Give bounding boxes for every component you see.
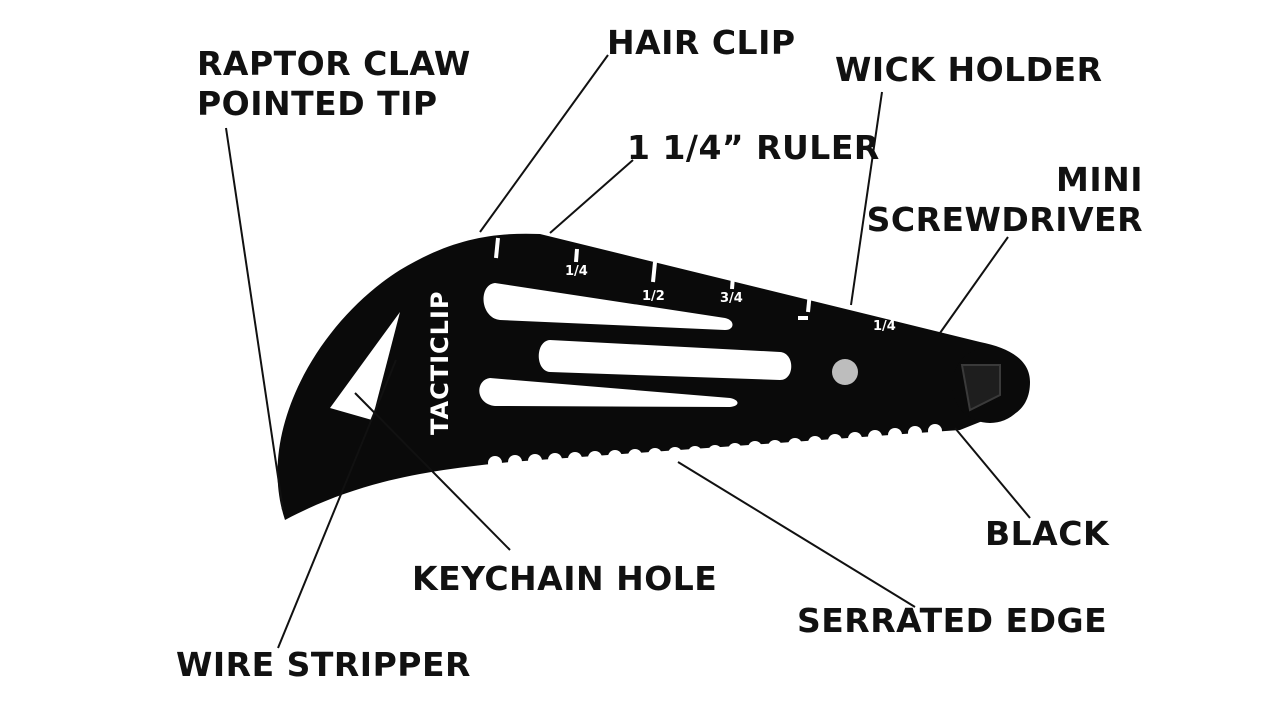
ruler-mark-label: 3/4	[720, 291, 743, 306]
label-mini-screwdriver-line1: MINI	[1055, 160, 1143, 199]
label-raptor-claw-line2: POINTED TIP	[197, 84, 438, 123]
leader-mini-screwdriver	[939, 236, 1009, 334]
label-wick-holder: WICK HOLDER	[835, 50, 1103, 89]
leader-hair-clip	[479, 54, 609, 233]
leader-ruler	[549, 159, 634, 234]
wire-stripper-cutout	[330, 312, 400, 420]
leader-lines	[225, 54, 1031, 649]
hinge-detail	[960, 364, 1001, 412]
lower-slot	[479, 378, 738, 407]
ruler-mark-label: 1/2	[642, 289, 665, 304]
label-ruler: 1 1/4” RULER	[627, 128, 880, 167]
brand-name: TACTICLIP	[426, 291, 454, 435]
tacticlip-body	[277, 233, 1030, 520]
ruler-mark-label: 1/4	[565, 264, 588, 279]
leader-black	[954, 427, 1031, 519]
wick-hole	[832, 359, 858, 385]
ruler-labels: 1/4 1/2 3/4 1/4	[565, 264, 896, 334]
leader-wire-stripper	[277, 359, 397, 649]
clip-slots	[479, 283, 792, 407]
leader-raptor-claw	[225, 127, 284, 511]
leader-wick-holder	[850, 91, 883, 306]
clip-silhouette	[277, 233, 1030, 520]
serrated-edge-teeth	[488, 424, 942, 470]
leader-serrated-edge	[677, 461, 916, 608]
label-black: BLACK	[985, 514, 1110, 553]
label-raptor-claw: RAPTOR CLAW POINTED TIP	[197, 44, 471, 124]
middle-slot	[538, 340, 792, 380]
leader-keychain-hole	[354, 392, 511, 551]
ruler-ticks	[494, 237, 889, 320]
label-wire-stripper: WIRE STRIPPER	[176, 645, 471, 684]
label-mini-screwdriver-line2: SCREWDRIVER	[866, 200, 1143, 239]
label-hair-clip: HAIR CLIP	[607, 23, 796, 62]
ruler-mark-label: 1/4	[873, 319, 896, 334]
label-serrated-edge: SERRATED EDGE	[797, 601, 1108, 640]
upper-slot	[483, 283, 733, 330]
label-raptor-claw-line1: RAPTOR CLAW	[197, 44, 471, 83]
label-mini-screwdriver: MINI SCREWDRIVER	[867, 160, 1143, 240]
label-keychain-hole: KEYCHAIN HOLE	[412, 559, 718, 598]
